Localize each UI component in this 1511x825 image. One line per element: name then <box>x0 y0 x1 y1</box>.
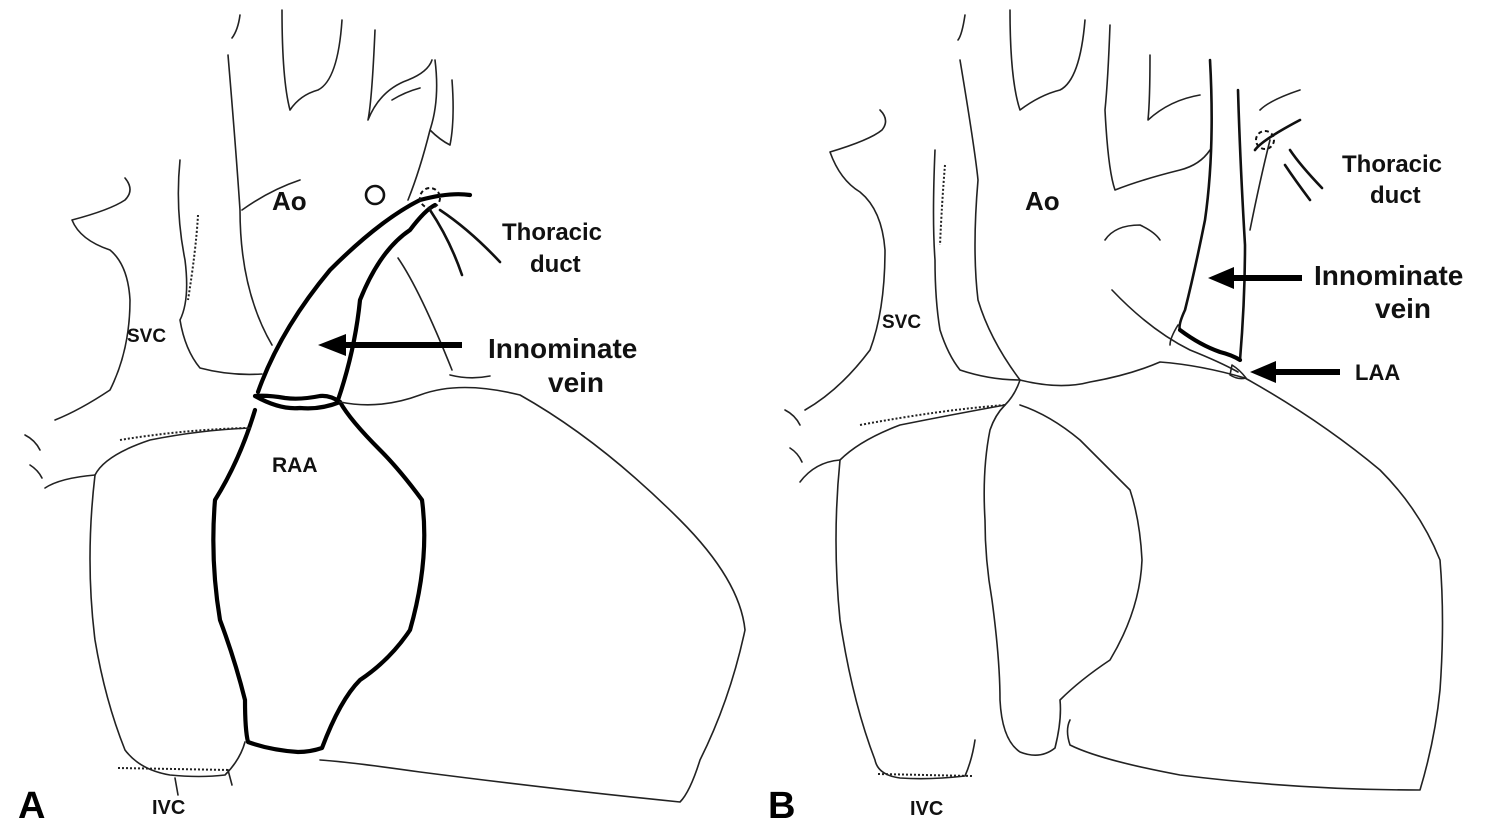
ventricle-b <box>1020 362 1443 790</box>
svc-outline-b <box>805 110 886 410</box>
aorta-outline-b <box>958 10 1210 380</box>
right-atrium-b <box>836 405 1005 779</box>
panel-letter-b: B <box>768 785 795 825</box>
label-ivc-a: IVC <box>152 797 185 819</box>
label-vein-a: vein <box>548 367 604 398</box>
label-thoracic-a: Thoracic <box>502 219 602 246</box>
innominate-vein-b <box>1180 60 1212 330</box>
label-svc-b: SVC <box>882 312 921 333</box>
svc-outline-a <box>55 178 130 420</box>
label-duct-a: duct <box>530 251 581 278</box>
label-innominate-a: Innominate <box>488 333 637 364</box>
panel-b: Ao SVC LAA IVC Thoracic duct Innominate … <box>768 10 1463 825</box>
label-svc-a: SVC <box>127 326 166 347</box>
label-ao-a: Ao <box>272 186 307 216</box>
label-raa-a: RAA <box>272 454 318 477</box>
ventricle-a <box>320 388 745 803</box>
panel-letter-a: A <box>18 785 45 825</box>
label-ivc-b: IVC <box>910 798 943 820</box>
label-vein-b: vein <box>1375 293 1431 324</box>
label-innominate-b: Innominate <box>1314 260 1463 291</box>
label-duct-b: duct <box>1370 182 1421 209</box>
raa-outline-a <box>213 402 424 752</box>
panel-a: Ao SVC RAA IVC Thoracic duct Innominate … <box>18 10 745 825</box>
label-thoracic-b: Thoracic <box>1342 151 1442 178</box>
label-ao-b: Ao <box>1025 186 1060 216</box>
label-laa-b: LAA <box>1355 360 1400 385</box>
